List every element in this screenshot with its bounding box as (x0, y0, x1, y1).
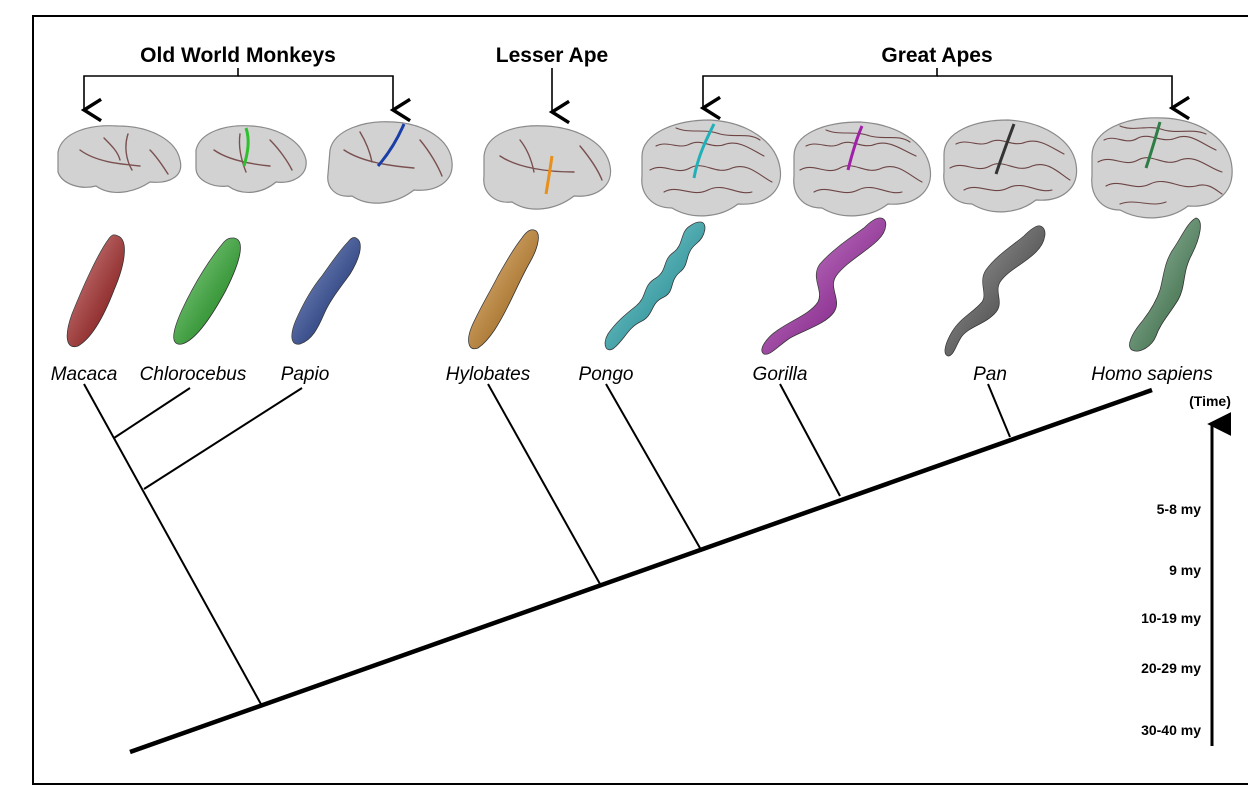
brain-gorilla (794, 122, 931, 216)
brain-papio (328, 122, 452, 203)
sulcus-hylobates (469, 230, 539, 349)
time-axis: (Time) 5-8 my 9 my 10-19 my 20-29 my 30-… (1141, 393, 1231, 746)
time-tick-5-8: 5-8 my (1157, 501, 1202, 517)
brain-homo-sapiens (1092, 118, 1232, 218)
sulcus-homo-sapiens (1130, 218, 1201, 351)
group-header-great-apes: Great Apes (703, 44, 1172, 108)
group-label-lesser: Lesser Ape (496, 44, 608, 67)
species-label-homo-sapiens: Homo sapiens (1091, 364, 1213, 385)
group-header-old-world-monkeys: Old World Monkeys (84, 44, 393, 110)
brain-pan (944, 120, 1077, 212)
group-header-lesser-ape: Lesser Ape (496, 44, 608, 112)
sulcus-macaca (67, 235, 124, 347)
species-label-gorilla: Gorilla (753, 364, 808, 385)
species-label-pan: Pan (973, 364, 1007, 385)
species-label-papio: Papio (281, 364, 330, 385)
branch-chlorocebus (114, 388, 190, 438)
species-label-hylobates: Hylobates (446, 364, 531, 385)
branch-pan (988, 384, 1010, 437)
brain-macaca (58, 126, 181, 193)
species-label-chlorocebus: Chlorocebus (140, 364, 247, 385)
time-axis-title: (Time) (1189, 393, 1231, 409)
species-label-pongo: Pongo (579, 364, 634, 385)
sulcus-gorilla (762, 218, 886, 354)
group-label-old-world: Old World Monkeys (140, 44, 336, 67)
sulcus-pongo (605, 222, 705, 350)
sulcus-chlorocebus (174, 238, 241, 344)
phylogenetic-tree (84, 384, 1152, 752)
time-tick-20-29: 20-29 my (1141, 660, 1201, 676)
group-label-great: Great Apes (881, 44, 992, 67)
brain-chlorocebus (196, 126, 306, 193)
brain-hylobates (484, 126, 611, 209)
brain-pongo (642, 120, 781, 216)
branch-macaca (84, 384, 262, 706)
branch-pongo (606, 384, 700, 548)
branch-gorilla (780, 384, 840, 496)
sulcus-pan (945, 226, 1045, 356)
species-label-macaca: Macaca (51, 364, 118, 385)
time-tick-10-19: 10-19 my (1141, 610, 1201, 626)
time-tick-30-40: 30-40 my (1141, 722, 1201, 738)
branch-hylobates (488, 384, 600, 584)
sulcus-papio (292, 238, 360, 345)
time-tick-9: 9 my (1169, 562, 1201, 578)
